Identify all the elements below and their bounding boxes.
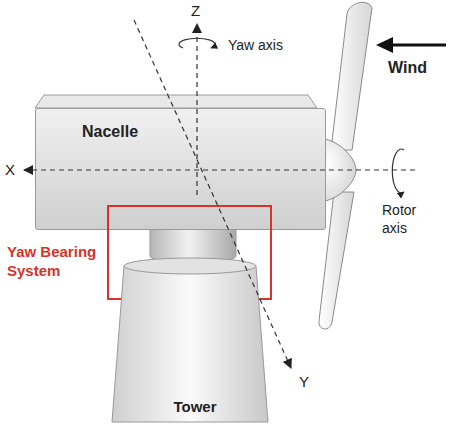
tower-top <box>124 258 256 274</box>
wind-arrowhead <box>376 37 393 53</box>
callout-label: Yaw Bearing System <box>7 243 104 281</box>
axis-name: Rotor axis <box>382 202 442 237</box>
axis-letter: X <box>5 161 15 180</box>
z-axis-line <box>196 24 197 195</box>
tower-body: Tower <box>110 256 280 426</box>
axis-letter: Y <box>299 373 309 392</box>
axis-name: Yaw axis <box>228 37 283 55</box>
label-holder: Z <box>191 2 211 21</box>
label-holder: Y <box>299 373 319 392</box>
part-label: Tower <box>110 398 280 417</box>
y-axis-line <box>134 20 291 368</box>
x-axis-line <box>24 169 415 170</box>
wind-label: Wind <box>388 58 427 78</box>
label-holder: Yaw axis <box>228 36 308 55</box>
nacelle-box: Nacelle <box>35 108 326 230</box>
axis-letter: Z <box>191 2 200 21</box>
wind-arrow <box>390 44 446 47</box>
nacelle-top <box>35 95 317 108</box>
label-holder: Rotor axis <box>382 202 442 237</box>
part-label: Nacelle <box>82 122 325 142</box>
label-holder: X <box>5 161 21 180</box>
yaw-rotation-arrow <box>179 38 215 48</box>
label-holder: Tower <box>110 398 280 417</box>
rotor-rotation-arrow <box>392 149 404 193</box>
yaw-bearing-ring <box>150 226 236 263</box>
label-holder: Wind <box>388 58 446 78</box>
rotor-blade <box>331 2 372 150</box>
label-holder: Yaw Bearing System <box>7 243 104 281</box>
